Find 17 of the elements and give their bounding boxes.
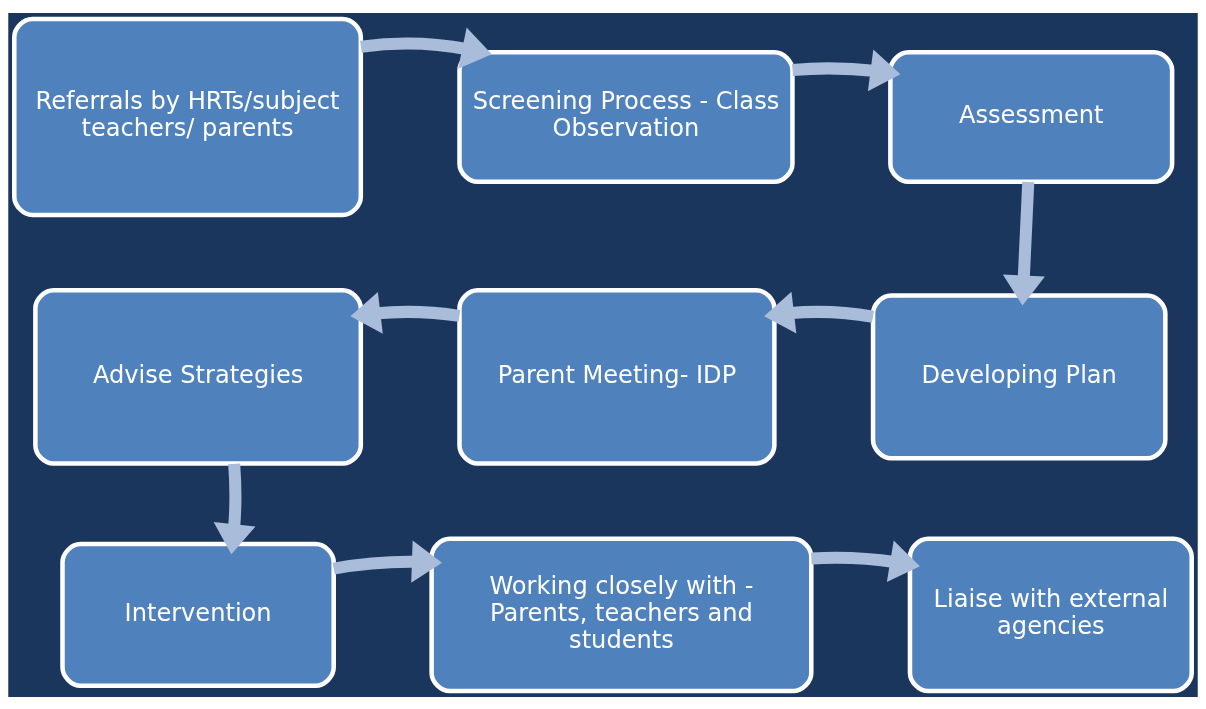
node-box: Liaise with external agencies — [907, 536, 1194, 693]
arrow — [764, 291, 874, 334]
node-box: Developing Plan — [870, 292, 1168, 460]
arrow — [811, 540, 920, 582]
node-box: Parent Meeting- IDP — [457, 287, 777, 466]
arrow — [360, 26, 492, 69]
node-box: Referrals by HRTs/subject teachers/ parents — [12, 16, 364, 217]
node-box: Working closely with - Parents, teachers and students — [429, 536, 814, 693]
node-box: Intervention — [60, 541, 336, 688]
arrow — [350, 291, 461, 334]
arrow — [332, 540, 442, 583]
node-box: Advise Strategies — [33, 287, 364, 466]
arrow — [213, 462, 256, 554]
node-box: Assessment — [888, 49, 1175, 184]
arrow — [792, 48, 901, 91]
node-box: Screening Process - Class Observation — [457, 49, 795, 184]
arrow — [1002, 181, 1045, 306]
